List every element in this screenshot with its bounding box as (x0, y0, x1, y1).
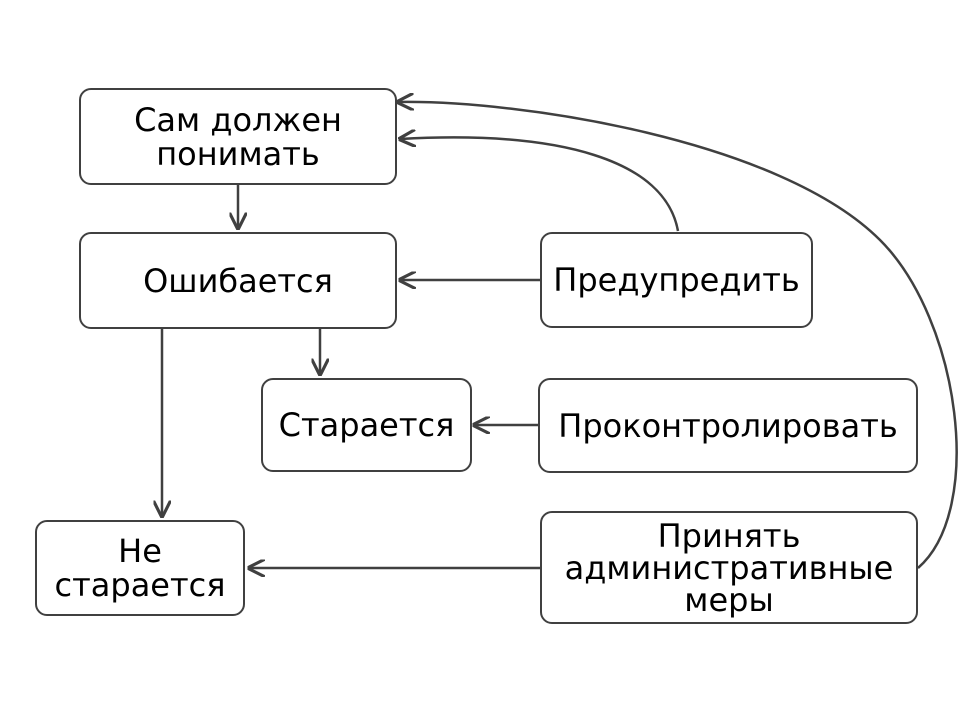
node-admin-measures: Принять административные меры (540, 511, 918, 624)
node-self-understand: Сам должен понимать (79, 88, 397, 185)
edge-warn-to-self (400, 137, 680, 232)
node-control: Проконтролировать (538, 378, 918, 473)
edge-admin-to-self (398, 102, 958, 569)
node-not-tries: Не старается (35, 520, 245, 616)
node-warn: Предупредить (540, 232, 813, 328)
node-tries: Старается (261, 378, 472, 472)
node-makes-mistake: Ошибается (79, 232, 397, 329)
